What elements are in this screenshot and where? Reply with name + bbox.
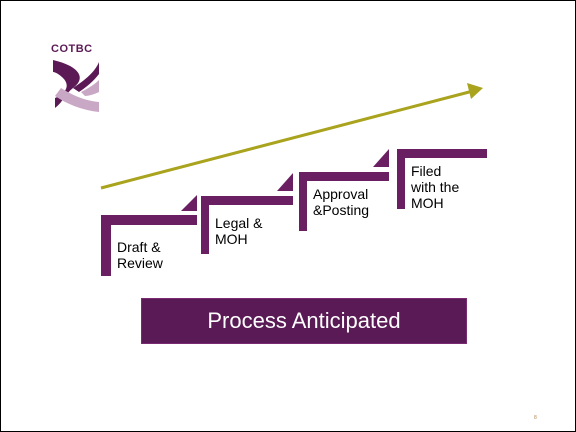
step-3-label: Approval &Posting [313, 186, 370, 218]
step-3-shape [299, 149, 389, 231]
step-1-label: Draft & Review [117, 239, 163, 271]
step-4-shape [397, 149, 487, 209]
step-2-shape [201, 173, 293, 254]
slide-title: Process Anticipated [207, 308, 401, 333]
step-2-label: Legal & MOH [215, 215, 263, 247]
logo-text: COTBC [51, 43, 93, 55]
trend-arrow [100, 83, 483, 190]
cotbc-logo: COTBC [51, 43, 101, 113]
page-number: 8 [534, 415, 537, 421]
step-1-shape [101, 195, 197, 276]
title-box: Process Anticipated [141, 298, 467, 344]
step-4-label: Filed with the MOH [411, 163, 460, 211]
logo-mark-icon [53, 60, 99, 112]
